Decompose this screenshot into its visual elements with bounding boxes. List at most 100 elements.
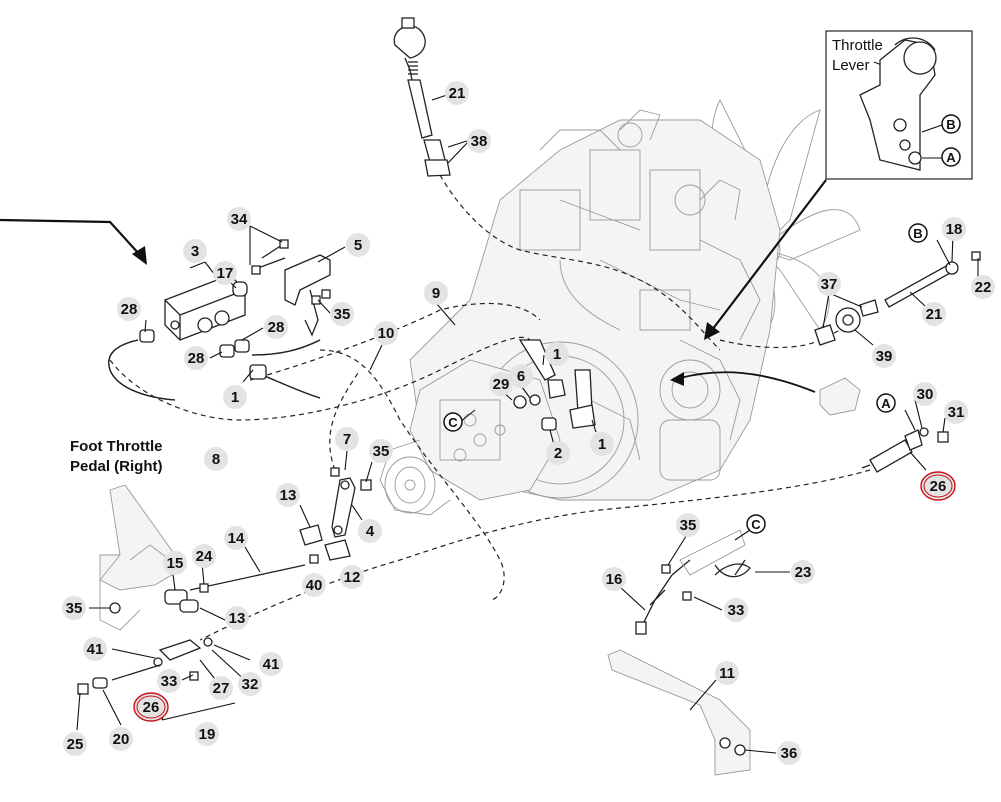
svg-text:32: 32 [242, 676, 259, 693]
svg-text:2: 2 [554, 445, 562, 462]
svg-text:10: 10 [378, 325, 395, 342]
callout-8: 8 [204, 447, 228, 471]
svg-text:16: 16 [606, 571, 623, 588]
svg-text:1: 1 [553, 346, 561, 363]
callout-14: 14 [224, 526, 248, 550]
callout-20: 20 [109, 727, 133, 751]
svg-text:26: 26 [143, 699, 160, 716]
cable-21-top [439, 174, 721, 351]
cable-26-right [199, 469, 871, 641]
svg-text:12: 12 [344, 569, 361, 586]
svg-text:1: 1 [598, 436, 606, 453]
svg-text:26: 26 [930, 478, 947, 495]
svg-text:35: 35 [680, 517, 697, 534]
letter-a-right: A [876, 393, 896, 413]
callout-19: 19 [195, 722, 219, 746]
callout-1-pump-top: 1 [545, 342, 569, 366]
svg-text:29: 29 [493, 376, 510, 393]
callout-38: 38 [467, 129, 491, 153]
engine-illustration [379, 98, 861, 516]
svg-text:38: 38 [471, 133, 488, 150]
foot-pedal-label-line2: Pedal (Right) [70, 458, 163, 475]
inset-pointer-arrow [704, 179, 827, 340]
callout-33-pedal: 33 [157, 669, 181, 693]
svg-text:6: 6 [517, 368, 525, 385]
callout-11: 11 [715, 661, 739, 685]
callout-35-bottom: 35 [676, 513, 700, 537]
callout-5: 5 [346, 233, 370, 257]
svg-text:31: 31 [948, 404, 965, 421]
svg-text:35: 35 [66, 600, 83, 617]
callout-39: 39 [872, 344, 896, 368]
callout-32: 32 [238, 672, 262, 696]
callout-6: 6 [509, 364, 533, 388]
svg-text:21: 21 [926, 306, 943, 323]
callout-2: 2 [546, 441, 570, 465]
callout-37: 37 [817, 272, 841, 296]
svg-text:41: 41 [87, 641, 104, 658]
svg-text:C: C [448, 415, 458, 430]
svg-text:B: B [913, 226, 922, 241]
callout-16: 16 [602, 567, 626, 591]
callout-10: 10 [374, 321, 398, 345]
callout-25: 25 [63, 732, 87, 756]
foot-pedal-assembly [77, 484, 213, 695]
svg-text:35: 35 [373, 443, 390, 460]
svg-text:33: 33 [728, 602, 745, 619]
svg-text:7: 7 [343, 431, 351, 448]
pump-fittings [513, 339, 596, 431]
callout-35-linkage: 35 [369, 439, 393, 463]
svg-text:35: 35 [334, 306, 351, 323]
callout-21-top: 21 [445, 81, 469, 105]
svg-text:19: 19 [199, 726, 216, 743]
svg-text:20: 20 [113, 731, 130, 748]
callout-34: 34 [227, 207, 251, 231]
callout-30: 30 [913, 382, 937, 406]
letter-c-engine: C [443, 412, 463, 432]
callout-12: 12 [340, 565, 364, 589]
svg-text:C: C [751, 517, 761, 532]
callout-21-right: 21 [922, 302, 946, 326]
callout-7: 7 [335, 427, 359, 451]
cable-10 [319, 349, 505, 601]
callout-36: 36 [777, 741, 801, 765]
svg-text:22: 22 [975, 279, 992, 296]
incoming-pointer-arrow [0, 218, 147, 265]
callout-23: 23 [791, 560, 815, 584]
svg-text:24: 24 [196, 548, 213, 565]
callout-28-low: 28 [184, 346, 208, 370]
svg-text:27: 27 [213, 680, 230, 697]
svg-text:A: A [946, 150, 956, 165]
bottom-right-linkage [607, 529, 751, 776]
callout-22: 22 [971, 275, 995, 299]
callout-31: 31 [944, 400, 968, 424]
svg-text:18: 18 [946, 221, 963, 238]
svg-text:9: 9 [432, 285, 440, 302]
callout-3: 3 [183, 239, 207, 263]
callout-24: 24 [192, 544, 216, 568]
svg-text:41: 41 [263, 656, 280, 673]
svg-text:40: 40 [306, 577, 323, 594]
svg-text:39: 39 [876, 348, 893, 365]
callout-9: 9 [424, 281, 448, 305]
svg-text:4: 4 [366, 523, 375, 540]
callout-1-pump-low: 1 [590, 432, 614, 456]
valve-block-assembly [108, 239, 331, 401]
svg-text:A: A [881, 396, 891, 411]
svg-text:B: B [946, 117, 955, 132]
inset-label-line1: Throttle [832, 37, 883, 54]
inset-letter-b: B [941, 114, 961, 134]
callout-28-left: 28 [117, 297, 141, 321]
svg-text:37: 37 [821, 276, 838, 293]
svg-text:36: 36 [781, 745, 798, 762]
svg-text:25: 25 [67, 736, 84, 753]
svg-text:33: 33 [161, 673, 178, 690]
inset-letter-a: A [941, 147, 961, 167]
bracket-pointer-arrow [670, 371, 816, 393]
callout-40: 40 [302, 573, 326, 597]
svg-text:11: 11 [719, 665, 735, 682]
svg-text:28: 28 [268, 319, 285, 336]
callout-27: 27 [209, 676, 233, 700]
